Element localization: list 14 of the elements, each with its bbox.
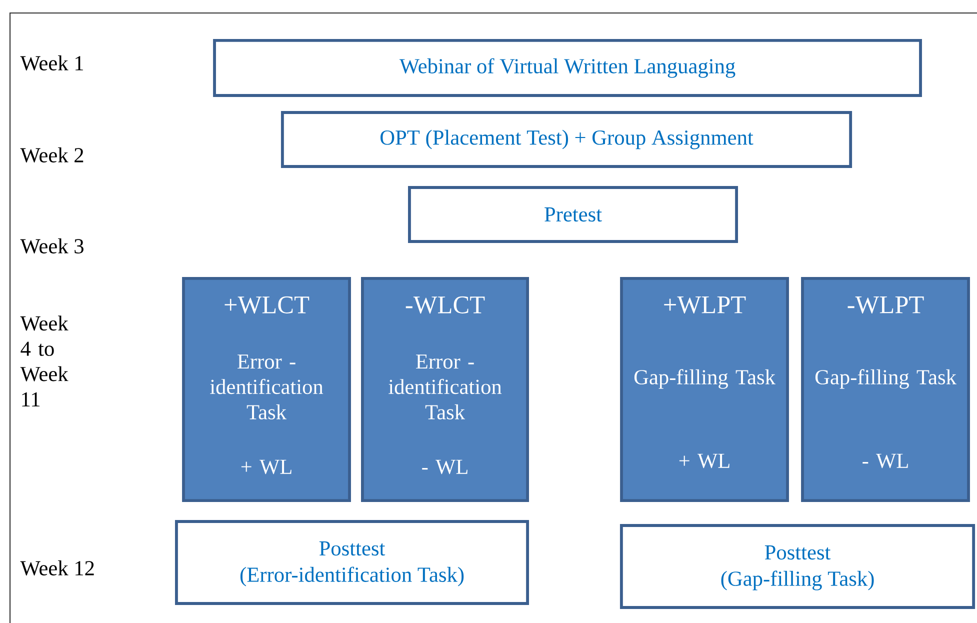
week-label: Week 4 to Week 11 bbox=[20, 316, 68, 406]
group-box: -WLCT Error - identification Task - WL bbox=[361, 276, 529, 502]
week-label: Week 2 bbox=[20, 147, 84, 163]
week-label: Week 1 bbox=[20, 55, 84, 71]
week-label: Week 3 bbox=[20, 238, 84, 254]
step-box: OPT (Placement Test) + Group Assignment bbox=[280, 111, 852, 168]
step-box: Pretest bbox=[408, 186, 738, 243]
step-box: Posttest (Gap-filling Task) bbox=[620, 524, 976, 609]
week-label: Week 12 bbox=[20, 560, 94, 576]
group-box: +WLPT Gap-filling Task + WL bbox=[620, 276, 789, 502]
group-box: -WLPT Gap-filling Task - WL bbox=[801, 276, 970, 502]
step-box: Posttest (Error-identification Task) bbox=[175, 520, 529, 605]
group-box: +WLCT Error - identification Task + WL bbox=[182, 276, 351, 502]
step-box: Webinar of Virtual Written Languaging bbox=[213, 39, 922, 97]
